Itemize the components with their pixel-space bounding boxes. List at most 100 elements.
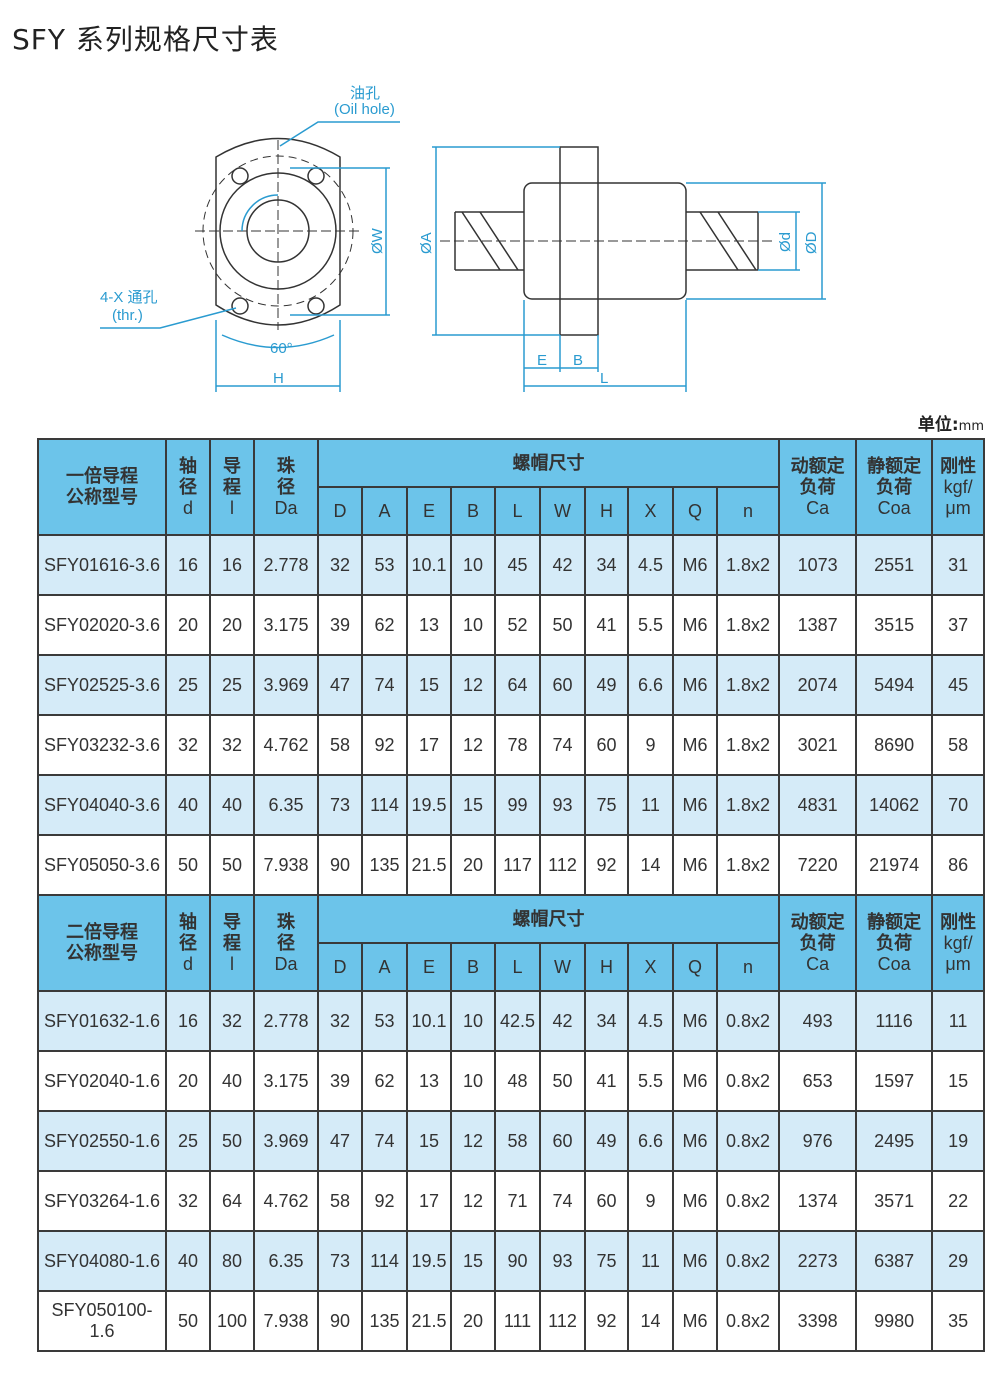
model-cell: SFY05050-3.6 — [37, 834, 167, 896]
table-cell: 92 — [361, 1170, 408, 1232]
col-header-n: n — [715, 486, 781, 536]
table-cell: 112 — [539, 834, 586, 896]
table-cell: 7.938 — [253, 1290, 319, 1352]
col-header-E: E — [406, 486, 452, 536]
table-cell: 10.1 — [406, 990, 452, 1052]
table-cell: 16 — [165, 990, 211, 1052]
nut-dims-header: 螺帽尺寸 — [316, 894, 781, 944]
table-cell: 92 — [584, 1290, 629, 1352]
header-line: 动额定 — [790, 911, 845, 932]
table-cell: 3.969 — [253, 654, 319, 716]
table-cell: 114 — [361, 774, 408, 836]
table-cell: 50 — [539, 594, 586, 656]
table-cell: 75 — [584, 1230, 629, 1292]
table-cell: 40 — [165, 1230, 211, 1292]
table-cell: 75 — [584, 774, 629, 836]
table-cell: 3.175 — [253, 1050, 319, 1112]
table-cell: 32 — [209, 714, 255, 776]
table-cell: 32 — [209, 990, 255, 1052]
table-cell: 19 — [931, 1110, 986, 1172]
header-line: Da — [274, 497, 298, 518]
table-cell: 20 — [450, 1290, 496, 1352]
table-cell: 2.778 — [253, 534, 319, 596]
table-cell: 64 — [494, 654, 541, 716]
table-cell: 100 — [209, 1290, 255, 1352]
table-cell: 21974 — [855, 834, 934, 896]
table-cell: M6 — [672, 1170, 718, 1232]
header-line: 负荷 — [876, 932, 913, 953]
table-cell: 47 — [317, 1110, 363, 1172]
model-header: 一倍导程公称型号 — [37, 438, 167, 536]
table-cell: 7.938 — [253, 834, 319, 896]
table-cell: 78 — [494, 714, 541, 776]
table-cell: 60 — [539, 654, 586, 716]
table-cell: 9980 — [855, 1290, 934, 1352]
table-cell: 4.5 — [627, 534, 674, 596]
model-cell: SFY02525-3.6 — [37, 654, 167, 716]
table-cell: M6 — [672, 834, 718, 896]
table-cell: 10 — [450, 1050, 496, 1112]
table-cell: 71 — [494, 1170, 541, 1232]
col-header-Q: Q — [672, 486, 718, 536]
col-header-X: X — [627, 942, 674, 992]
table-cell: 17 — [406, 714, 452, 776]
table-cell: 13 — [406, 1050, 452, 1112]
table-cell: 5.5 — [627, 594, 674, 656]
nut-dims-header: 螺帽尺寸 — [316, 438, 781, 488]
table-cell: 15 — [450, 1230, 496, 1292]
table-cell: 2.778 — [253, 990, 319, 1052]
table-cell: 117 — [494, 834, 541, 896]
table-cell: 10 — [450, 990, 496, 1052]
table-cell: 11 — [627, 774, 674, 836]
table-cell: 10.1 — [406, 534, 452, 596]
table-cell: 3515 — [855, 594, 934, 656]
table-cell: 1374 — [778, 1170, 858, 1232]
table-cell: 62 — [361, 1050, 408, 1112]
table-cell: 48 — [494, 1050, 541, 1112]
table-cell: 52 — [494, 594, 541, 656]
table-cell: 74 — [361, 654, 408, 716]
header-line: 静额定 — [867, 911, 922, 932]
model-cell: SFY050100-1.6 — [37, 1290, 167, 1352]
table-cell: 73 — [317, 774, 363, 836]
table-cell: 16 — [209, 534, 255, 596]
col-header-D: D — [317, 486, 363, 536]
col-header-X: X — [627, 486, 674, 536]
table-cell: 976 — [778, 1110, 858, 1172]
table-cell: 34 — [584, 990, 629, 1052]
table-cell: 4831 — [778, 774, 858, 836]
col-header-B: B — [450, 942, 496, 992]
table-cell: 45 — [494, 534, 541, 596]
header-line: 轴 — [179, 455, 197, 476]
col-header-n: n — [715, 942, 781, 992]
table-cell: 114 — [361, 1230, 408, 1292]
table-cell: 1387 — [778, 594, 858, 656]
header-line: Ca — [806, 497, 830, 518]
header-line: kgf/ — [943, 476, 973, 497]
table-cell: 93 — [539, 1230, 586, 1292]
holes-label: 4-X 通孔 — [100, 289, 158, 306]
table-cell: 90 — [317, 834, 363, 896]
table-cell: 653 — [778, 1050, 858, 1112]
table-cell: 9 — [627, 714, 674, 776]
table-cell: 41 — [584, 594, 629, 656]
table-cell: 58 — [494, 1110, 541, 1172]
header-line: 径 — [179, 476, 197, 497]
table-cell: M6 — [672, 1110, 718, 1172]
ball-nut-drawing: 油孔 (Oil hole) 4-X 通孔 (thr.) 60° H E B L … — [100, 85, 826, 392]
table-cell: 10 — [450, 594, 496, 656]
table-cell: 3.969 — [253, 1110, 319, 1172]
table-cell: 135 — [361, 834, 408, 896]
table-cell: 3398 — [778, 1290, 858, 1352]
